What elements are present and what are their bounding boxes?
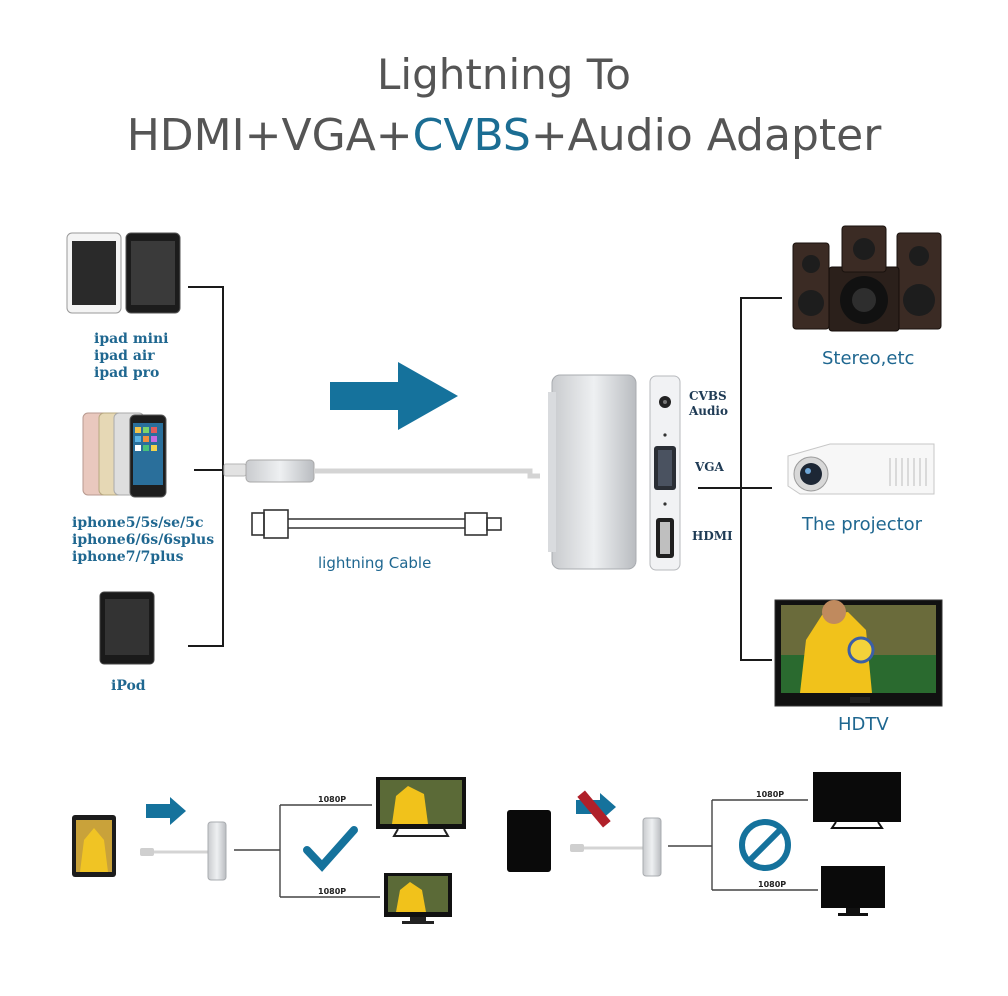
title-highlight-cvbs: CVBS — [412, 110, 531, 161]
ipod-icon — [99, 591, 155, 665]
iphone-models-label: iphone5/5s/se/5c iphone6/6s/6splus iphon… — [72, 515, 214, 566]
right-bracket — [698, 297, 782, 661]
lightning-plug-icon — [223, 459, 315, 483]
hdmi-label: HDMI — [692, 529, 733, 543]
title-part-1: HDMI+VGA+ — [126, 110, 413, 161]
resolution-label-right-top: 1080P — [756, 790, 785, 799]
checkmark-icon — [303, 826, 358, 872]
resolution-label-left-bottom: 1080P — [318, 887, 347, 896]
cvbs-label: CVBS — [689, 389, 727, 403]
projector-icon — [787, 443, 935, 495]
bottom-right-adapter-icon — [570, 817, 662, 877]
bottom-left-arrow-icon — [146, 797, 186, 825]
iphone6-label: iphone6/6s/6splus — [72, 532, 215, 548]
bottom-right-split-lines — [668, 799, 818, 891]
stereo-icon — [792, 225, 942, 332]
prohibited-icon — [739, 819, 791, 871]
ipad-icon — [66, 232, 181, 314]
adapter-cable — [314, 468, 540, 479]
title-part-2: +Audio Adapter — [530, 110, 882, 161]
resolution-label-left-top: 1080P — [318, 795, 347, 804]
iphone7-label: iphone7/7plus — [72, 549, 184, 565]
adapter-icon — [548, 374, 681, 571]
bottom-right-tv-top-icon — [813, 772, 901, 829]
hdtv-label: HDTV — [838, 714, 889, 735]
title-line-2: HDMI+VGA+CVBS+Audio Adapter — [0, 110, 1008, 161]
iphone5-label: iphone5/5s/se/5c — [72, 515, 204, 531]
resolution-label-right-bottom: 1080P — [758, 880, 787, 889]
lightning-cable-label: lightning Cable — [318, 554, 432, 572]
bottom-left-tablet-icon — [72, 815, 116, 877]
cvbs-audio-label: CVBS Audio — [689, 389, 728, 419]
bottom-left-split-lines — [234, 804, 380, 898]
bottom-right-tv-bottom-icon — [821, 866, 885, 916]
hdtv-icon — [774, 599, 943, 707]
bottom-left-adapter-icon — [140, 821, 227, 881]
vga-label: VGA — [695, 460, 724, 474]
lightning-cable-icon — [251, 509, 502, 539]
ipad-mini-label: ipad mini — [94, 331, 169, 347]
bottom-right-tablet-icon — [507, 810, 551, 872]
stereo-label: Stereo,etc — [822, 348, 915, 369]
title-line-1: Lightning To — [377, 50, 631, 99]
ipad-air-label: ipad air — [94, 348, 155, 364]
iphone-icon — [82, 412, 167, 498]
ipad-pro-label: ipad pro — [94, 365, 160, 381]
bottom-left-tv-top-icon — [376, 777, 466, 837]
forbidden-arrow-icon — [576, 790, 616, 828]
direction-arrow-icon — [330, 362, 458, 430]
audio-label: Audio — [689, 404, 728, 418]
ipad-models-label: ipad mini ipad air ipad pro — [94, 331, 168, 382]
ipod-label: iPod — [111, 678, 146, 694]
projector-label: The projector — [802, 514, 923, 535]
bottom-left-tv-bottom-icon — [384, 873, 452, 924]
